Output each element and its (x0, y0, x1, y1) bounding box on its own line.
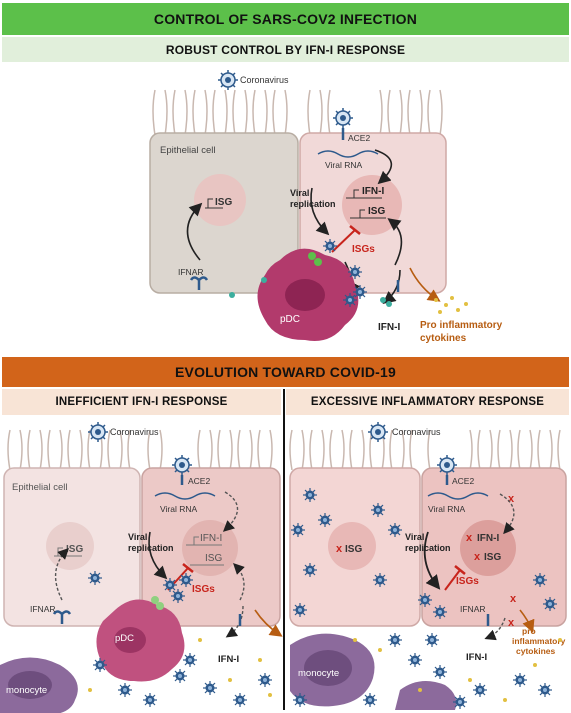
right-isgs-label: ISGs (456, 576, 479, 587)
cilia (152, 89, 443, 136)
left-panel: Epithelial cell ISG IFN-I ISG Coronaviru… (0, 421, 283, 713)
left-pdc-label: pDC (115, 633, 134, 644)
replication-label: replication (290, 199, 336, 209)
right-nucleus-1 (328, 522, 376, 570)
right-coronavirus-label: Coronavirus (392, 427, 441, 437)
right-title-bar: EXCESSIVE INFLAMMATORY RESPONSE (286, 389, 569, 415)
left-title-bar: INEFFICIENT IFN-I RESPONSE (2, 389, 281, 415)
right-inflammatory-label: inflammatory (512, 636, 566, 646)
coronavirus-label: Coronavirus (240, 75, 289, 85)
subtitle-bar: ROBUST CONTROL BY IFN-I RESPONSE (2, 37, 569, 62)
right-ifn-out-label: IFN-I (466, 652, 487, 663)
right-cytokines-label: cytokines (516, 646, 555, 656)
left-epithelial-label: Epithelial cell (12, 482, 67, 493)
ifn-i-label: IFN-I (362, 186, 384, 197)
subtitle: ROBUST CONTROL BY IFN-I RESPONSE (165, 42, 406, 57)
pdc-label: pDC (280, 314, 300, 325)
left-isgs-label: ISGs (192, 584, 215, 595)
left-coronavirus-label: Coronavirus (110, 427, 159, 437)
right-isg-label-2: ISG (484, 552, 501, 563)
right-replication-label: replication (405, 543, 451, 553)
viral-rna-label: Viral RNA (325, 160, 362, 170)
ace2-label: ACE2 (348, 133, 370, 143)
right-panel: x ISG x IFN-I x ISG Coronavirus ACE2 x V… (289, 421, 567, 710)
isg-label-2: ISG (368, 206, 385, 217)
left-nucleus-2 (182, 520, 238, 576)
left-replication-label: replication (128, 543, 174, 553)
left-isg-label: ISG (66, 544, 83, 555)
right-viral-rna-label: Viral RNA (428, 504, 465, 514)
left-viral-label: Viral (128, 532, 147, 542)
right-ifn-i-label: IFN-I (477, 533, 499, 544)
right-x-mark-2: x (466, 532, 473, 544)
right-pro-label: pro (522, 626, 536, 636)
right-monocyte-label: monocyte (298, 668, 339, 679)
right-nucleus-2 (460, 520, 516, 576)
viral-label: Viral (290, 188, 309, 198)
right-x-mark-1: x (336, 543, 343, 555)
right-x-mark-4: x (508, 493, 515, 505)
left-monocyte-label: monocyte (6, 685, 47, 696)
pro-inflammatory-label: Pro inflammatory (420, 320, 503, 331)
left-ifn-out-label: IFN-I (218, 654, 239, 665)
evolution-title: EVOLUTION TOWARD COVID-19 (175, 364, 396, 380)
ifn-out-label: IFN-I (378, 322, 400, 333)
left-title: INEFFICIENT IFN-I RESPONSE (55, 396, 228, 408)
nucleus-left (194, 174, 246, 226)
right-x-mark-6: x (510, 593, 517, 605)
left-isg-label-2: ISG (205, 553, 222, 564)
right-x-mark-3: x (474, 551, 481, 563)
main-title: CONTROL OF SARS-COV2 INFECTION (153, 11, 418, 27)
isg-label: ISG (215, 197, 232, 208)
evolution-bar: EVOLUTION TOWARD COVID-19 (2, 357, 569, 387)
left-ace2-label: ACE2 (188, 476, 210, 486)
right-isg-label: ISG (345, 544, 362, 555)
left-ifn-i-label: IFN-I (200, 533, 222, 544)
epithelial-label: Epithelial cell (160, 145, 215, 156)
top-panel: Epithelial cell ISG IFN-I ISG Coronaviru… (149, 69, 503, 344)
left-viral-rna-label: Viral RNA (160, 504, 197, 514)
virus-ace2-icon (332, 107, 354, 129)
left-ifnar-label: IFNAR (30, 604, 56, 614)
right-ace2-label: ACE2 (452, 476, 474, 486)
right-viral-label: Viral (405, 532, 424, 542)
right-ifnar-label: IFNAR (460, 604, 486, 614)
isgs-label: ISGs (352, 244, 375, 255)
cytokines-label: cytokines (420, 333, 467, 344)
ifnar-label: IFNAR (178, 267, 204, 277)
title-bar: CONTROL OF SARS-COV2 INFECTION (2, 3, 569, 35)
coronavirus-icon (217, 69, 239, 91)
right-x-mark-5: x (508, 617, 515, 629)
right-title: EXCESSIVE INFLAMMATORY RESPONSE (310, 396, 545, 408)
